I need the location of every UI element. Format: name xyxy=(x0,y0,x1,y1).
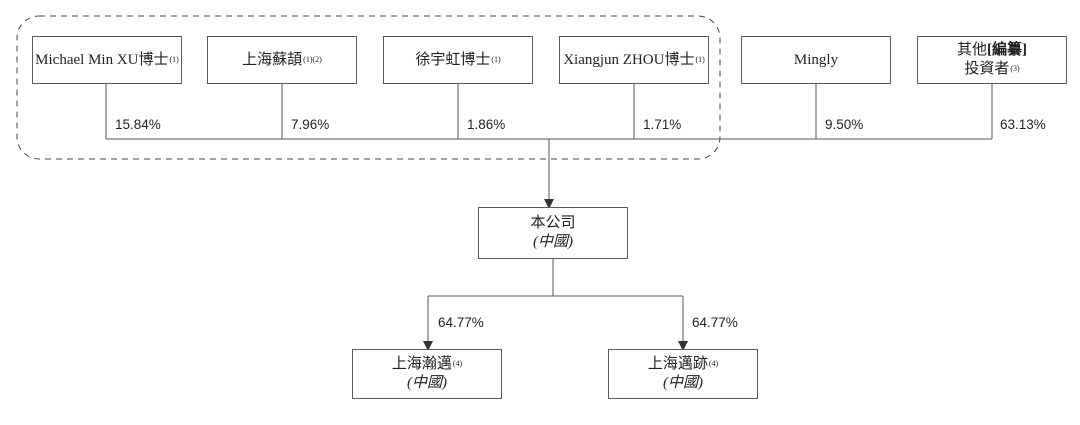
shareholding-pct-other-investors: 63.13% xyxy=(1000,117,1046,132)
footnote-marker: (1) xyxy=(491,54,501,64)
shareholding-pct-xu-yuhong: 1.86% xyxy=(467,117,506,132)
shareholder-name: Mingly xyxy=(793,51,839,68)
company-name: 本公司 xyxy=(530,215,576,231)
shareholder-name-line2: 投資者 xyxy=(964,61,1010,77)
shareholder-name: 上海蘇頡 xyxy=(242,51,303,68)
footnote-marker: (1) xyxy=(695,54,705,64)
redacted-marker: [編纂] xyxy=(987,42,1027,58)
subsidiary-box-shanghai-maiji: 上海邁跡(4) (中國) xyxy=(608,349,758,399)
shareholder-box-xiangjun-zhou: Xiangjun ZHOU博士(1) xyxy=(559,36,709,84)
shareholder-box-shanghai-suxie: 上海蘇頡(1)(2) xyxy=(207,36,357,84)
shareholder-name-prefix: 其他 xyxy=(956,42,987,58)
shareholder-box-other-investors: 其他[編纂] 投資者(3) xyxy=(917,36,1067,84)
shareholding-pct-michael-min-xu: 15.84% xyxy=(115,117,161,132)
subsidiary-pct-maiji: 64.77% xyxy=(692,315,738,330)
company-jurisdiction: (中國) xyxy=(533,234,573,250)
shareholder-name: 徐宇虹博士 xyxy=(415,51,491,68)
concert-party-dashed-outline xyxy=(16,15,721,160)
company-box: 本公司 (中國) xyxy=(478,207,628,259)
footnote-marker: (1) xyxy=(169,54,179,64)
subsidiary-jurisdiction: (中國) xyxy=(663,375,703,391)
shareholder-name: Michael Min XU博士 xyxy=(35,51,169,68)
subsidiary-jurisdiction: (中國) xyxy=(407,375,447,391)
footnote-marker: (4) xyxy=(708,359,719,368)
footnote-marker: (1)(2) xyxy=(303,54,322,64)
subsidiary-name: 上海瀚邁 xyxy=(391,356,452,372)
footnote-marker: (3) xyxy=(1010,64,1020,73)
shareholding-pct-mingly: 9.50% xyxy=(825,117,864,132)
subsidiary-box-shanghai-hanmai: 上海瀚邁(4) (中國) xyxy=(352,349,502,399)
shareholder-box-xu-yuhong: 徐宇虹博士(1) xyxy=(383,36,533,84)
shareholding-pct-xiangjun-zhou: 1.71% xyxy=(643,117,682,132)
shareholding-pct-shanghai-suxie: 7.96% xyxy=(291,117,330,132)
shareholder-name: Xiangjun ZHOU博士 xyxy=(563,51,695,68)
shareholder-box-mingly: Mingly xyxy=(741,36,891,84)
subsidiary-name: 上海邁跡 xyxy=(647,356,708,372)
footnote-marker: (4) xyxy=(452,359,463,368)
subsidiary-pct-hanmai: 64.77% xyxy=(438,315,484,330)
shareholder-box-michael-min-xu: Michael Min XU博士(1) xyxy=(32,36,182,84)
